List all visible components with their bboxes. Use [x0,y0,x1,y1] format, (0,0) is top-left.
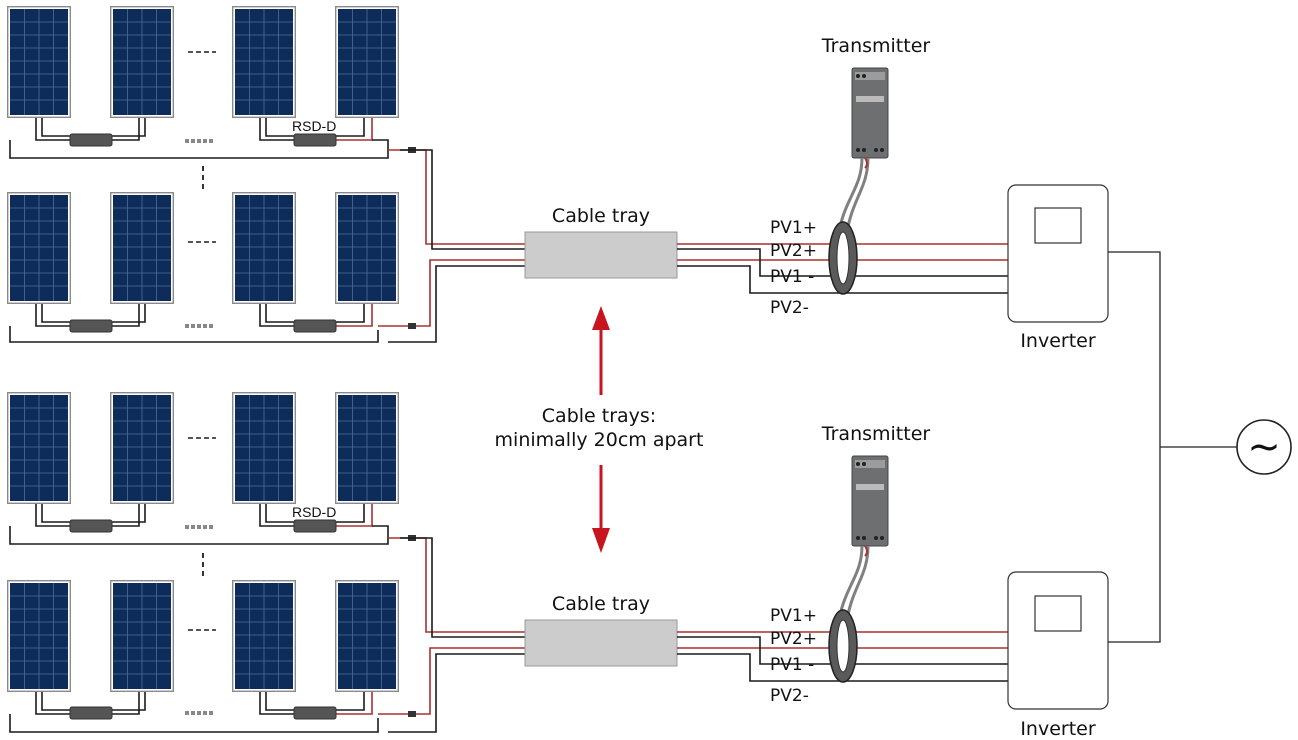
terminal [874,148,878,152]
rsd-d-box [293,133,337,147]
transmitter-device [851,67,889,159]
terminal [856,536,860,540]
terminal [862,462,866,466]
current-sensor-ring-top [828,221,858,295]
inverter-display [1034,207,1082,244]
transmitter-top-strip [855,460,885,468]
cable-tray [524,231,678,279]
separation-text-1: Cable trays: [542,405,656,427]
transmitter-label: Transmitter [821,35,931,57]
panel-row-3 [7,392,399,504]
pv1-minus-label: PV1 - [770,655,814,675]
pv2-minus-label: PV2- [770,298,809,318]
loop-wire [864,157,868,169]
pv2-plus-label: PV2+ [770,241,817,261]
pv1-plus-label: PV1+ [770,606,817,626]
string-wiring-4 [9,692,416,733]
top-system: RSD-D [7,6,1109,352]
pv2-minus-label: PV2- [770,686,809,706]
transmitter-bottom [836,455,889,629]
rsd-d-box [69,706,113,720]
transmitter-top-strip [855,72,885,80]
cable-tray-label: Cable tray [552,205,650,227]
arrow-head-down [592,528,610,553]
pv1-minus-label: PV1 - [770,267,814,287]
ac-bus-line [1108,251,1161,643]
rsd-d-box [69,519,113,533]
separation-annotation: Cable trays: minimally 20cm apart [495,306,704,553]
ac-grid-symbol [1236,419,1292,475]
pv1-plus-label: PV1+ [770,218,817,238]
transmitter-top [836,67,889,241]
ac-grid-connection: ~ [1108,251,1292,643]
transmitter-label: Transmitter [821,423,931,445]
ac-sine-icon: ~ [1247,424,1281,470]
solar-panel [335,580,399,692]
solar-panel [110,392,174,504]
inverter-box [1007,571,1109,710]
panel-row-1 [7,6,399,118]
solar-panel [110,6,174,118]
connector [408,323,416,329]
rsd-d-label: RSD-D [292,118,336,134]
string-wiring-3: RSD-D [9,504,416,545]
inverter-label: Inverter [1020,718,1096,740]
solar-panel [232,6,296,118]
terminal [862,74,866,78]
terminal [880,148,884,152]
solar-panel [232,580,296,692]
string-wiring-1: RSD-D [9,118,416,159]
solar-panel [110,580,174,692]
cable-tray-label: Cable tray [552,593,650,615]
solar-panel [335,392,399,504]
panel-row-4 [7,580,399,692]
trunk-wires-top [388,149,525,343]
connector [408,711,416,717]
trunk-wires-bottom [388,537,525,733]
solar-panel [7,6,71,118]
solar-panel [335,192,399,304]
solar-panel [232,192,296,304]
inverter-label: Inverter [1020,330,1096,352]
terminal [856,148,860,152]
sensor-ring-hole [836,231,850,285]
solar-panel [7,192,71,304]
rsd-d-box [69,319,113,333]
panel-row-2 [7,192,399,304]
current-sensor-ring-bottom [828,609,858,683]
cable-tray [524,619,678,667]
rsd-d-label: RSD-D [292,504,336,520]
logo-strip [856,484,884,490]
solar-panel [335,6,399,118]
terminal [856,74,860,78]
terminal [862,148,866,152]
pv2-plus-label: PV2+ [770,629,817,649]
logo-strip [856,96,884,102]
solar-panel [232,392,296,504]
rsd-d-box [293,519,337,533]
solar-panel [7,392,71,504]
terminal [856,462,860,466]
inverter-display [1034,595,1082,632]
rsd-d-box [293,319,337,333]
terminal [874,536,878,540]
rsd-d-box [293,706,337,720]
bottom-system: RSD-D C [7,392,1109,740]
rsd-d-box [69,133,113,147]
string-wiring-2 [9,304,416,343]
separation-text-2: minimally 20cm apart [495,429,704,451]
terminal [880,536,884,540]
sensor-ring-hole [836,619,850,673]
inverter-box [1007,184,1109,323]
transmitter-device [851,455,889,547]
solar-panel [7,580,71,692]
terminal [862,536,866,540]
solar-panel [110,192,174,304]
arrow-head-up [592,306,610,330]
loop-wire [864,545,868,557]
